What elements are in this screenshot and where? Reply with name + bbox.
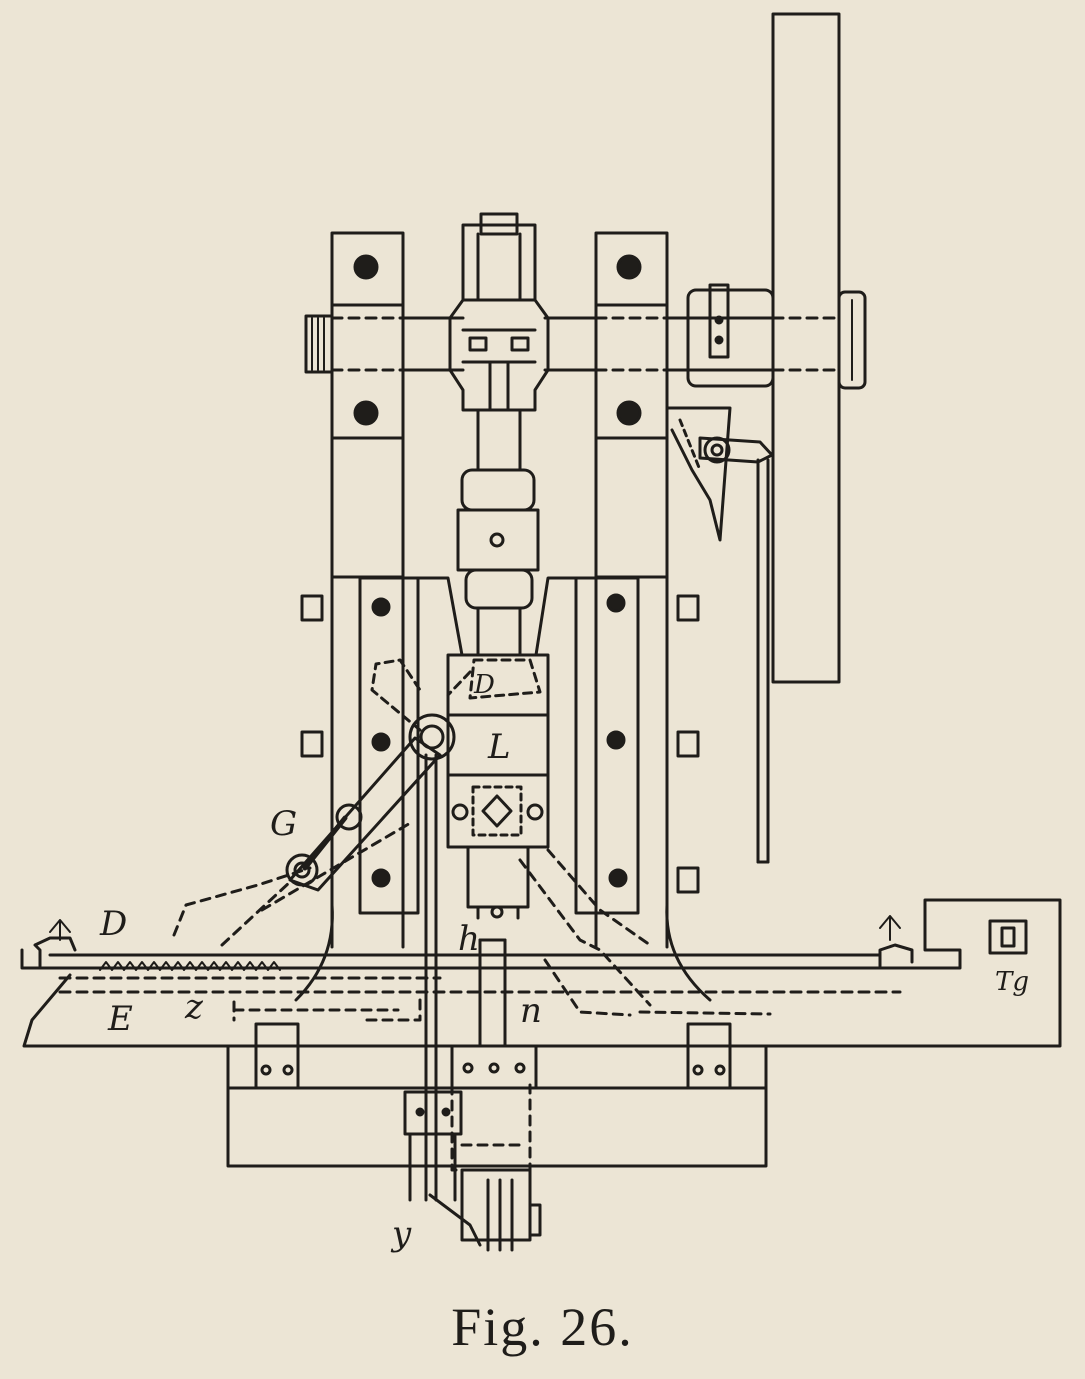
right-column [574,231,700,949]
label-tg: Tg [995,967,1029,997]
slide-frame [294,576,712,1002]
label-g: G [270,804,297,844]
diagram-labels: G D L E z h n Tg y D [99,670,1029,1254]
connecting-rod [456,468,540,657]
lever-g [285,658,542,892]
label-d: D [99,904,127,944]
die-outline [172,820,772,1172]
label-z: z [184,987,204,1027]
feed-bar [20,898,1062,1048]
label-y: y [390,1214,412,1254]
lower-mechanism [403,1090,542,1252]
label-d-small: D [473,670,495,700]
ram-body [446,653,550,920]
pawl-mechanism [665,406,774,864]
label-h: h [458,919,480,959]
left-column [300,231,420,949]
base-table [226,1022,768,1168]
label-e: E [107,999,133,1039]
crank-head [448,212,550,472]
main-shaft [304,283,867,390]
label-l: L [487,727,511,767]
flywheel [771,12,841,684]
figure-caption: Fig. 26. [451,1297,634,1357]
label-n: n [520,991,542,1031]
